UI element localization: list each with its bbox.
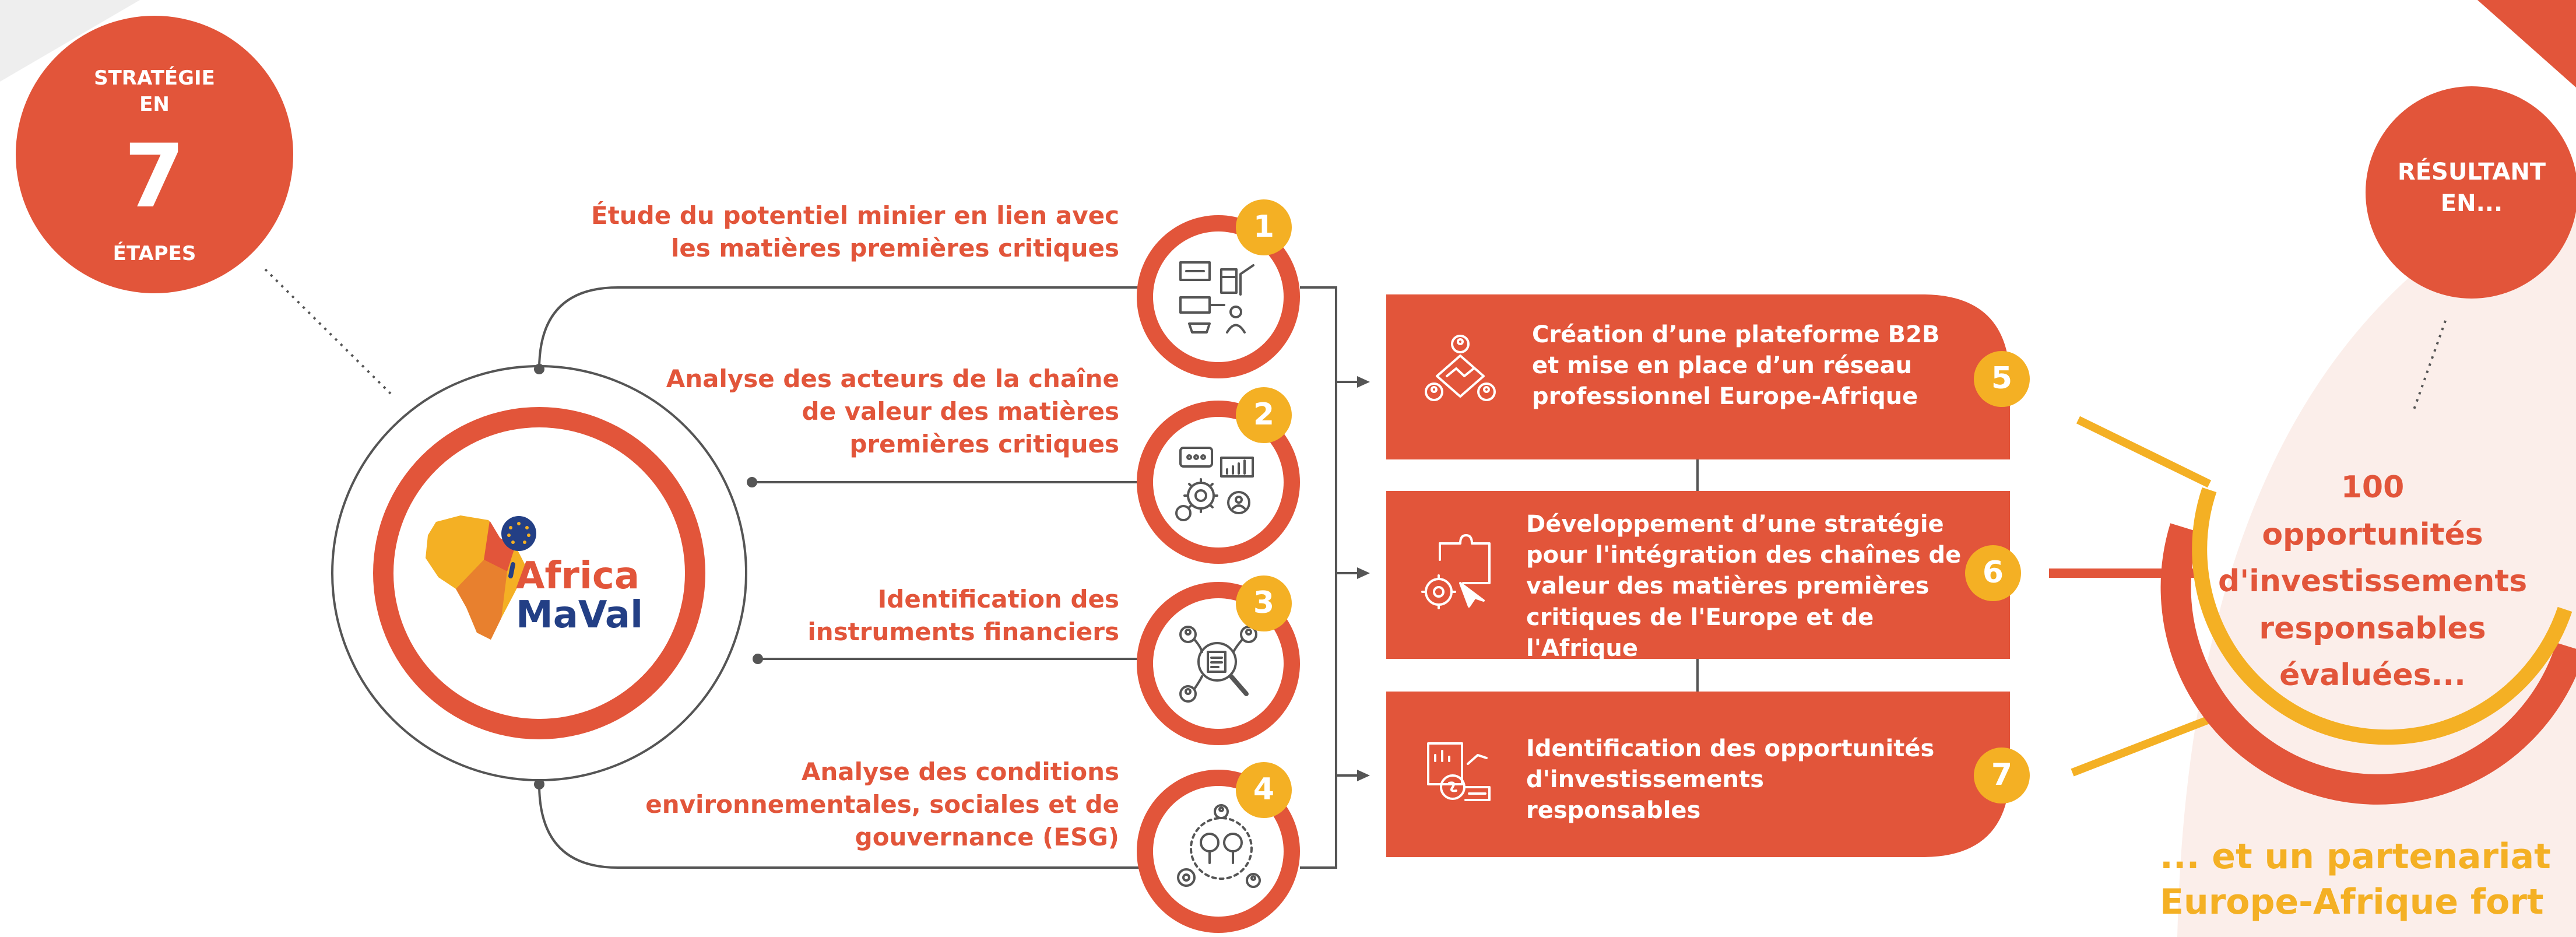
result-line: d'investissements: [2218, 564, 2528, 599]
outcome-box-7: [1386, 692, 2010, 857]
step-3-line: Identification des: [877, 585, 1119, 613]
step-4-label: Analyse des conditions environnementales…: [525, 756, 1119, 854]
step-2-label: Analyse des acteurs de la chaîne de vale…: [525, 363, 1119, 461]
result-badge-circle: [2366, 86, 2576, 299]
outcome-6-line: pour l'intégration des chaînes de: [1526, 542, 1962, 569]
step-1-label: Étude du potentiel minier en lien avec l…: [525, 199, 1119, 265]
step-4-line: Analyse des conditions: [801, 757, 1119, 786]
outcome-7-line: d'investissements responsables: [1526, 766, 1764, 824]
partnership-line: Europe-Afrique fort: [2160, 882, 2544, 922]
africa-map-eu-stars-icon: [426, 515, 536, 640]
result-arc-red: [2160, 523, 2576, 805]
logo-word2: MaVal: [516, 594, 644, 637]
step-connectors: [538, 286, 1140, 869]
outcome-7-number: 7: [1991, 757, 2013, 792]
outcome-5-line: professionnel Europe-Afrique: [1532, 383, 1918, 410]
result-line: opportunités: [2262, 517, 2483, 552]
outcome-6-line: critiques de l'Europe et de l'Afrique: [1526, 603, 1874, 662]
mining-survey-icon: [1179, 261, 1254, 334]
outcome-7-line: Identification des opportunités: [1526, 735, 1935, 762]
outcome-6-label: Développement d’une stratégie pour l'int…: [1526, 509, 1969, 664]
logo-wordmark: Africa MaVal: [516, 555, 644, 637]
strategy-badge-circle: [16, 16, 293, 293]
puzzle-gear-icon: [1421, 534, 1491, 609]
step-2-number: 2: [1253, 397, 1275, 432]
outcome-5-label: Création d’une plateforme B2B et mise en…: [1532, 320, 1952, 413]
step-1-line: les matières premières critiques: [670, 233, 1119, 262]
outcome-5-number: 5: [1991, 361, 2013, 396]
step-4-line: gouvernance (ESG): [855, 822, 1119, 851]
outcome-5-line: Création d’une plateforme B2B: [1532, 321, 1940, 348]
connector-dots: [534, 364, 763, 789]
result-badge-line1: RÉSULTANT: [2397, 159, 2546, 185]
result-line: évaluées...: [2279, 658, 2466, 693]
handshake-network-icon: [1425, 335, 1496, 401]
step-2-line: premières critiques: [849, 429, 1119, 458]
gears-network-icon: [1175, 447, 1254, 521]
outcome-5-line: et mise en place d’un réseau: [1532, 352, 1913, 380]
step-3-line: instruments financiers: [807, 617, 1119, 646]
result-line: 100: [2340, 470, 2405, 505]
result-badge-text: RÉSULTANT EN...: [2355, 156, 2576, 219]
outcome-box-5: [1386, 294, 2010, 459]
result-badge-line2: EN...: [2440, 190, 2503, 217]
result-connector-5: [2076, 416, 2212, 488]
strategy-badge-line3: ÉTAPES: [113, 242, 196, 265]
partnership-line: ... et un partenariat: [2160, 836, 2551, 877]
strategy-badge-line1: STRATÉGIE: [94, 66, 215, 90]
outcome-7-label: Identification des opportunités d'invest…: [1526, 734, 1946, 827]
step-3-label: Identification des instruments financier…: [525, 583, 1119, 648]
strategy-badge-number: 7: [124, 126, 185, 227]
outcome-number-badges: [1965, 351, 2030, 803]
step-3-number: 3: [1253, 585, 1275, 620]
trees-people-icon: [1177, 804, 1261, 888]
bracket-arrowheads: [1357, 376, 1370, 781]
result-text: 100 opportunités d'investissements respo…: [2218, 464, 2527, 699]
corner-decoration-right: [2477, 0, 2576, 87]
bracket-connector: [1300, 286, 1699, 869]
result-line: responsables: [2259, 610, 2486, 646]
logo-word1: Africa: [516, 555, 639, 598]
corner-decoration-left: [0, 0, 140, 82]
strategy-badge-connector: [264, 268, 392, 395]
strategy-badge-line2: EN: [139, 93, 170, 117]
magnifier-document-icon: [1179, 626, 1257, 703]
result-badge-connector: [2412, 320, 2447, 412]
outcome-6-number: 6: [1982, 555, 2004, 590]
result-connector-7: [2071, 713, 2217, 777]
step-4-line: environnementales, sociales et de: [645, 789, 1119, 819]
step-1-line: Étude du potentiel minier en lien avec: [591, 201, 1119, 230]
partnership-text: ... et un partenariat Europe-Afrique for…: [2160, 834, 2576, 925]
step-2-line: de valeur des matières: [802, 396, 1119, 426]
step-4-number: 4: [1253, 772, 1275, 807]
step-number-badges: [1236, 199, 1292, 818]
step-circles: [1137, 215, 1300, 933]
result-arc-yellow: [2192, 487, 2573, 745]
strategy-badge-text: STRATÉGIE EN: [67, 65, 242, 118]
investment-report-icon: [1427, 742, 1491, 801]
outcome-6-line: Développement d’une stratégie: [1526, 511, 1944, 538]
step-1-number: 1: [1253, 209, 1275, 244]
outcome-6-line: valeur des matières premières: [1526, 573, 1930, 600]
hub-inner-circle: [393, 427, 685, 719]
step-2-line: Analyse des acteurs de la chaîne: [666, 364, 1119, 393]
